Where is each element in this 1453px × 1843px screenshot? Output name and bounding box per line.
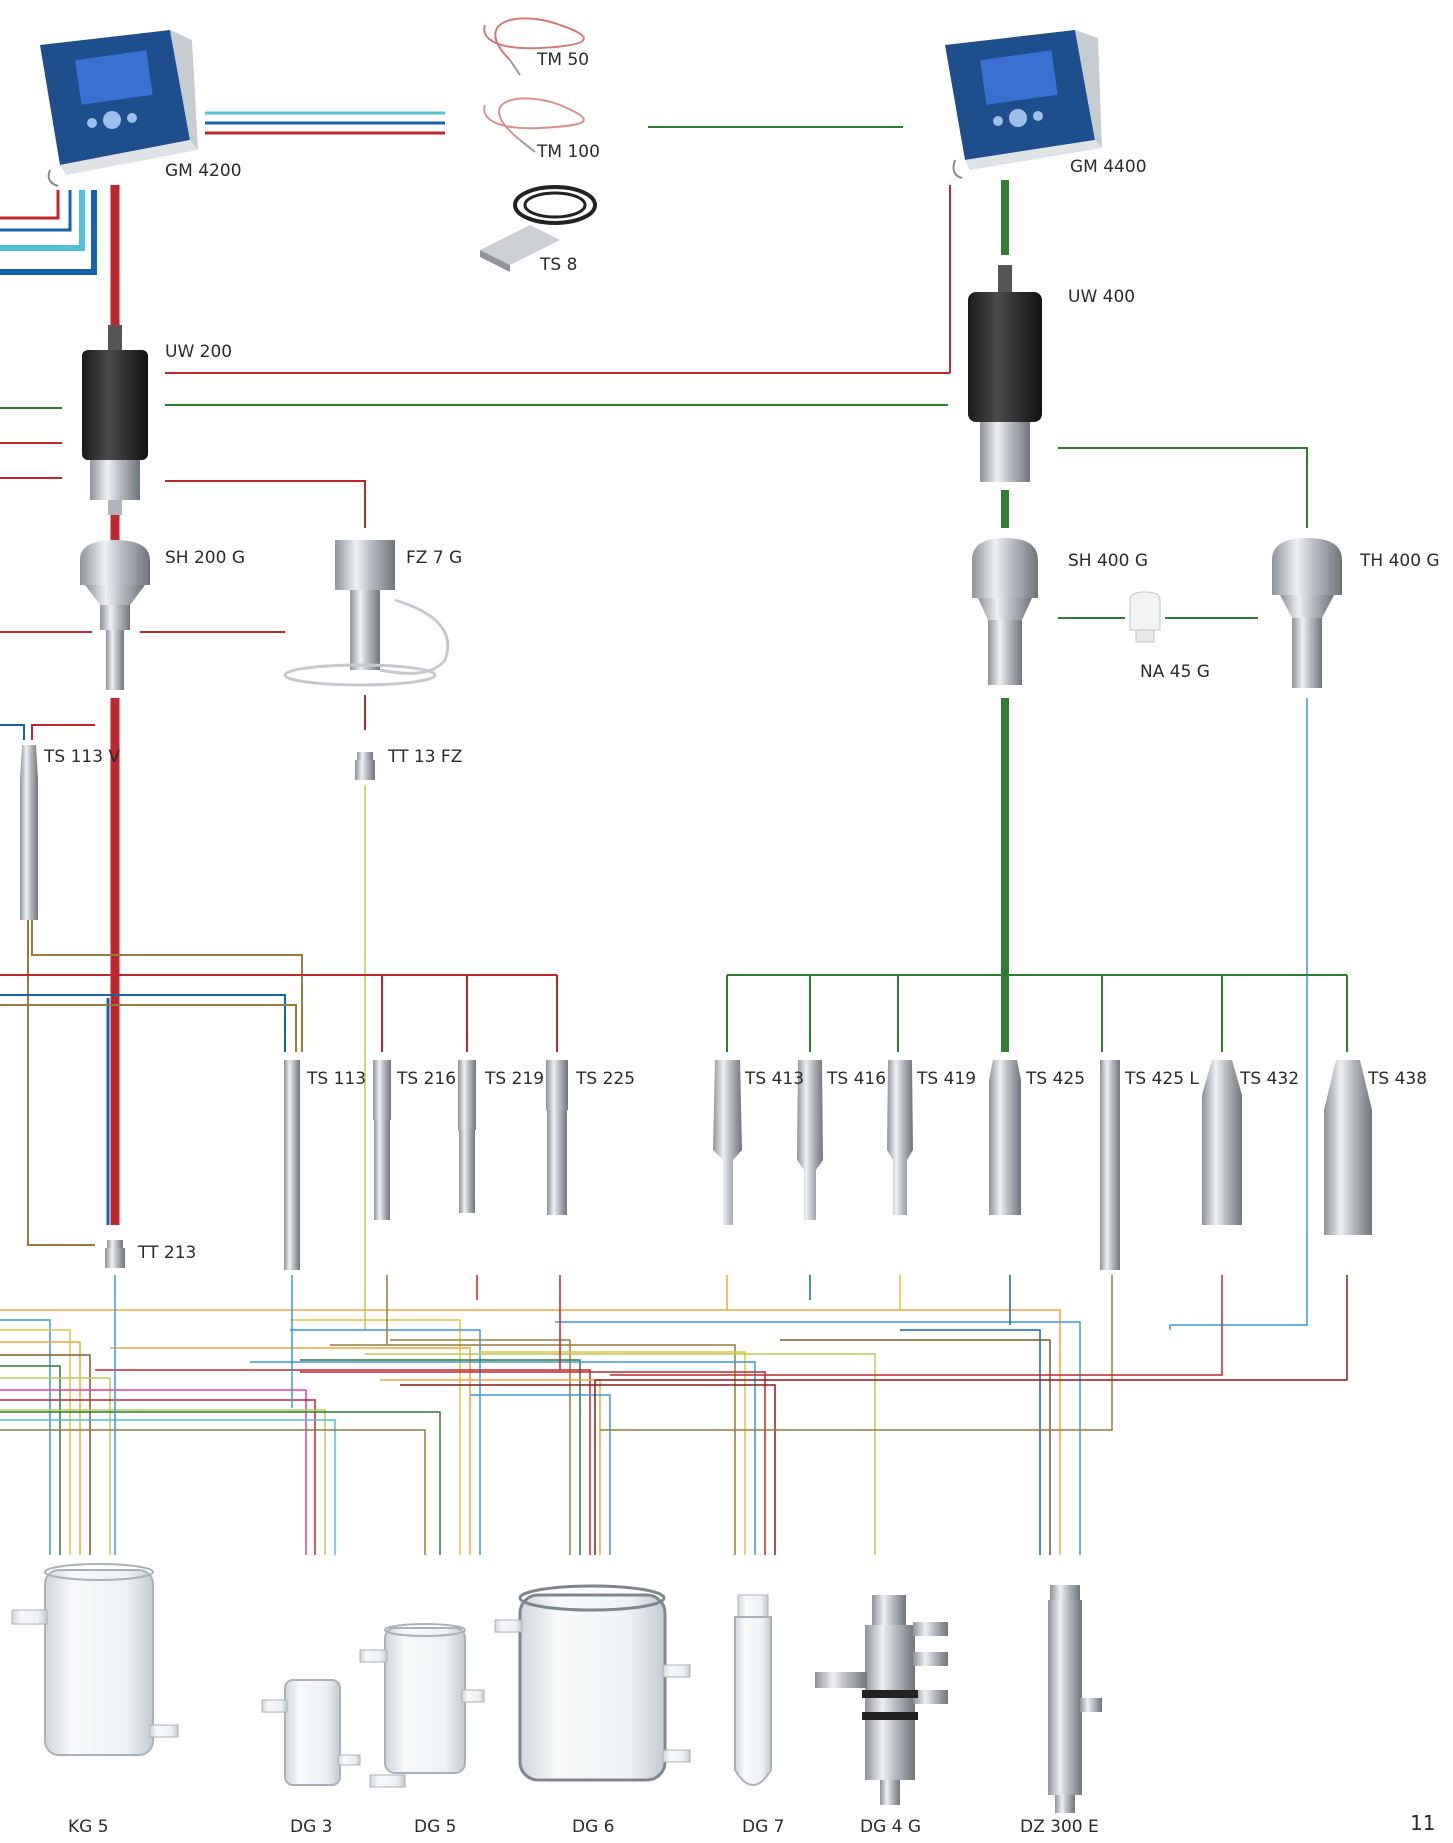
label-th400g: TH 400 G xyxy=(1359,551,1440,571)
ts425-probe xyxy=(989,1060,1021,1215)
label-ts419: TS 419 xyxy=(916,1069,976,1089)
label-ts425: TS 425 xyxy=(1025,1069,1085,1089)
uw200-transducer xyxy=(82,325,148,515)
ts425l-probe xyxy=(1100,1060,1120,1270)
dg6-vessel xyxy=(494,1584,691,1782)
connection-lines xyxy=(0,111,1348,1555)
sh200g-booster-horn xyxy=(80,540,150,690)
label-dg7: DG 7 xyxy=(742,1817,784,1837)
label-dg4g: DG 4 G xyxy=(860,1817,921,1837)
label-tt13fz: TT 13 FZ xyxy=(387,747,462,767)
ts416-probe xyxy=(797,1060,823,1220)
label-ts8: TS 8 xyxy=(539,255,577,275)
dz300e-vessel xyxy=(1048,1585,1102,1813)
vessel-routing-bus xyxy=(0,1275,1348,1555)
label-dg3: DG 3 xyxy=(290,1817,332,1837)
kg5-vessel xyxy=(11,1563,179,1756)
label-na45g: NA 45 G xyxy=(1140,662,1210,682)
label-ts216: TS 216 xyxy=(396,1069,456,1089)
page-number: 11 xyxy=(1410,1811,1435,1835)
ts113-probe xyxy=(284,1060,300,1270)
label-dg6: DG 6 xyxy=(572,1817,614,1837)
label-fz7g: FZ 7 G xyxy=(406,548,462,568)
labels: GM 4200 GM 4400 TM 50 TM 100 TS 8 UW 200… xyxy=(43,50,1440,1837)
label-ts113: TS 113 xyxy=(306,1069,366,1089)
ts219-probe xyxy=(458,1060,476,1213)
ts8-foot-switch xyxy=(480,185,597,272)
th400g-booster-horn xyxy=(1272,538,1342,688)
label-tm50: TM 50 xyxy=(536,50,589,70)
ts438-probe xyxy=(1324,1060,1372,1235)
ts113v-probe xyxy=(20,745,38,920)
label-tt213: TT 213 xyxy=(137,1243,196,1263)
ts413-probe xyxy=(713,1060,742,1225)
label-ts413: TS 413 xyxy=(744,1069,804,1089)
label-ts416: TS 416 xyxy=(826,1069,886,1089)
label-uw400: UW 400 xyxy=(1068,287,1135,307)
label-dz300e: DZ 300 E xyxy=(1020,1817,1099,1837)
label-ts113v: TS 113 V xyxy=(43,747,120,767)
label-dg5: DG 5 xyxy=(414,1817,456,1837)
ts216-probe xyxy=(373,1060,391,1220)
label-ts438: TS 438 xyxy=(1367,1069,1427,1089)
dg4g-vessel xyxy=(815,1595,948,1805)
tt213-tip xyxy=(105,1240,125,1268)
label-ts425l: TS 425 L xyxy=(1124,1069,1199,1089)
ts225-probe xyxy=(546,1060,568,1215)
sh400g-booster-horn xyxy=(972,538,1038,685)
tm50-temperature-probe xyxy=(483,17,585,76)
tt13fz-tip xyxy=(355,752,375,780)
label-kg5: KG 5 xyxy=(68,1817,109,1837)
fz7g-flow-cell xyxy=(283,540,450,687)
label-tm100: TM 100 xyxy=(536,142,600,162)
uw400-transducer xyxy=(968,265,1042,482)
label-uw200: UW 200 xyxy=(165,342,232,362)
label-sh400g: SH 400 G xyxy=(1068,551,1148,571)
dg5-vessel xyxy=(359,1623,485,1788)
dg7-vessel xyxy=(734,1594,772,1786)
tm100-temperature-probe xyxy=(483,97,585,153)
label-gm4200: GM 4200 xyxy=(165,161,242,181)
label-gm4400: GM 4400 xyxy=(1070,157,1147,177)
na45g-adapter xyxy=(1129,591,1161,643)
ts419-probe xyxy=(887,1060,913,1215)
gm4200-generator xyxy=(40,30,198,187)
dg3-vessel xyxy=(261,1679,361,1786)
label-ts219: TS 219 xyxy=(484,1069,544,1089)
label-ts432: TS 432 xyxy=(1239,1069,1299,1089)
label-ts225: TS 225 xyxy=(575,1069,635,1089)
gm4400-generator xyxy=(945,30,1102,179)
ts432-probe xyxy=(1202,1060,1242,1225)
label-sh200g: SH 200 G xyxy=(165,548,245,568)
